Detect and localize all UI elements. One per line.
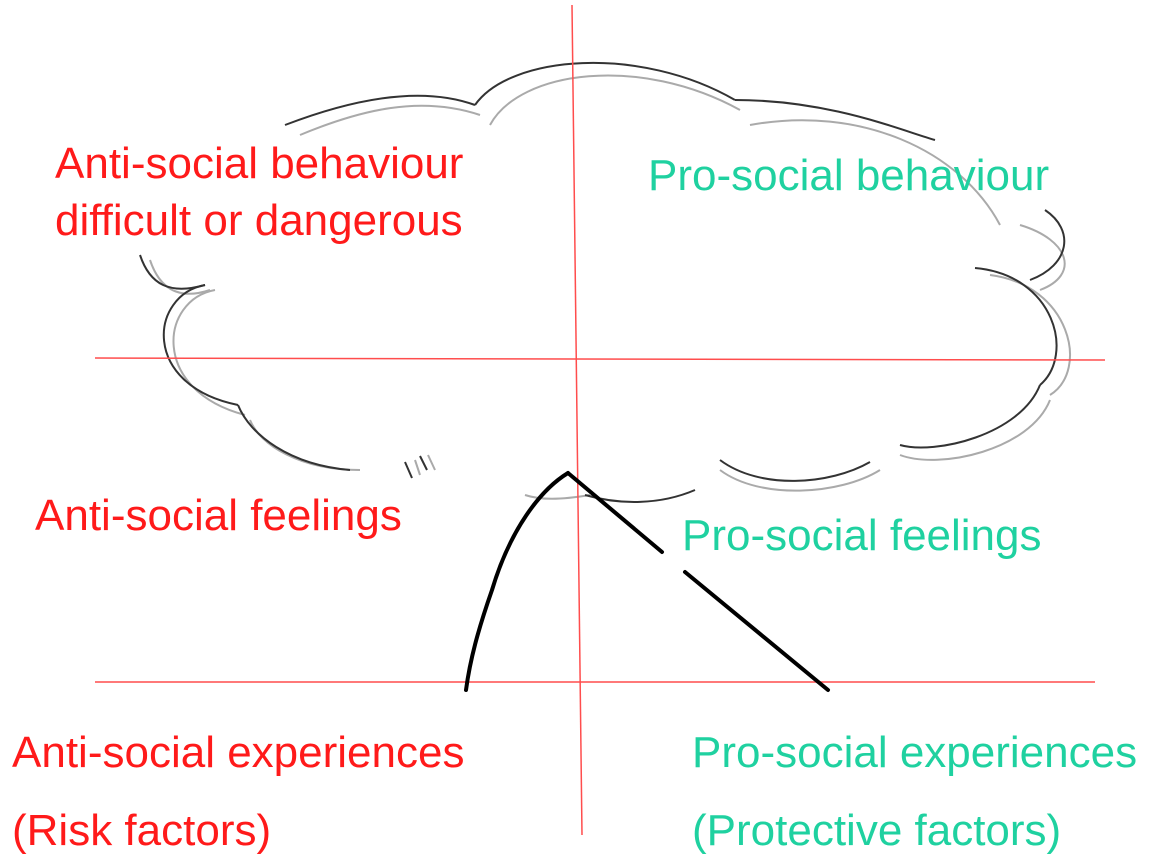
- pro-social-behaviour-label: Pro-social behaviour: [648, 151, 1050, 200]
- vertical-axis: [571, 4, 583, 836]
- right-branch-lower: [683, 570, 830, 692]
- quadrant-axes: [94, 4, 1106, 836]
- anti-social-behaviour-label-line1: Anti-social behaviour: [55, 139, 464, 188]
- upper-horizontal-axis: [94, 357, 1106, 361]
- protective-factors-label: (Protective factors): [692, 806, 1062, 855]
- tree-branches: [464, 471, 830, 692]
- right-branch-upper: [566, 471, 664, 554]
- anti-social-behaviour-label-line2: difficult or dangerous: [55, 196, 463, 245]
- risk-factors-label: (Risk factors): [12, 806, 272, 855]
- pro-social-experiences-label: Pro-social experiences: [692, 728, 1138, 777]
- pro-social-feelings-label: Pro-social feelings: [682, 511, 1042, 560]
- left-branch: [464, 471, 570, 692]
- anti-social-feelings-label: Anti-social feelings: [35, 491, 402, 540]
- anti-social-experiences-label: Anti-social experiences: [12, 728, 465, 777]
- cloud-outline: [139, 61, 1066, 503]
- cloud-shadow: [149, 74, 1071, 500]
